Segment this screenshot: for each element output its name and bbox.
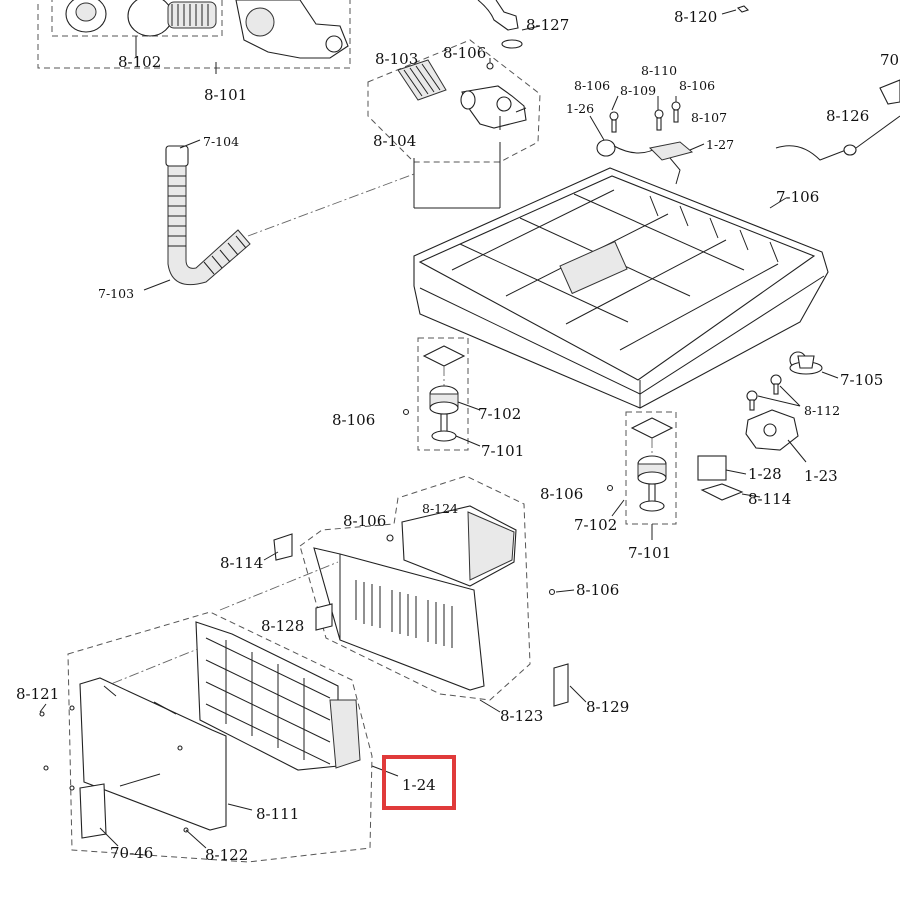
label-8-123: 8-123: [500, 707, 543, 725]
assembly-8-101: 8-102 8-101: [37, 0, 351, 104]
label-8-106-top: 8-106: [443, 44, 486, 62]
label-8-106-b: 8-106: [679, 78, 715, 93]
filter-panel-assembly: 8-121 8-111 70-46 8-122: [16, 611, 399, 864]
label-7-102-b: 7-102: [574, 516, 617, 534]
label-1-23: 1-23: [804, 467, 838, 485]
highlight-box: [382, 755, 456, 810]
assembly-8-104: 8-103 8-106 8-104: [367, 39, 541, 209]
label-8-120: 8-120: [674, 8, 717, 26]
label-7-105: 7-105: [840, 371, 883, 389]
label-7-102-a: 7-102: [478, 405, 521, 423]
label-8-106-c: 8-106: [343, 512, 386, 530]
label-8-126: 8-126: [826, 107, 869, 125]
label-8-104: 8-104: [373, 132, 416, 150]
sensor-bracket-assembly: 8-106 8-110 8-109 8-106 1-26 8-107 1-27: [566, 63, 734, 185]
label-7-101-b: 7-101: [628, 544, 671, 562]
label-8-106-left: 8-106: [332, 411, 375, 429]
motor-assembly-1-23: 7-105 8-112 1-23 1-28 8-114: [697, 355, 883, 508]
label-1-27: 1-27: [706, 137, 734, 152]
label-8-128: 8-128: [261, 617, 304, 635]
leveling-foot-right: 8-106 7-102 7-101: [540, 411, 677, 562]
label-7-104: 7-104: [203, 134, 239, 149]
label-8-106-mid: 8-106: [540, 485, 583, 503]
label-1-28: 1-28: [748, 465, 782, 483]
label-8-112: 8-112: [804, 403, 840, 418]
label-7-106: 7-106: [776, 188, 819, 206]
label-8-124: 8-124: [422, 501, 458, 516]
highlighted-part-1-24[interactable]: 1-24: [382, 755, 456, 810]
label-8-114-left: 8-114: [220, 554, 263, 572]
label-8-106-d: 8-106: [576, 581, 619, 599]
label-8-103: 8-103: [375, 50, 418, 68]
label-8-102: 8-102: [118, 53, 161, 71]
label-1-24[interactable]: 1-24: [402, 776, 436, 794]
drain-hose-7-103: 7-104 7-103: [98, 134, 415, 301]
leveling-foot-left: 8-106 7-102 7-101: [332, 337, 524, 460]
base-tray-7-106: 7-106: [413, 167, 829, 409]
hose-8-127: 8-127 8-120: [477, 0, 750, 49]
label-7-101-a: 7-101: [481, 442, 524, 460]
label-8-127: 8-127: [526, 16, 569, 34]
label-7-103: 7-103: [98, 286, 134, 301]
label-8-107: 8-107: [691, 110, 727, 125]
label-1-26: 1-26: [566, 101, 594, 116]
label-8-106-a: 8-106: [574, 78, 610, 93]
front-cover-assembly-8-123: 8-124 8-106 8-114 8-106 8-128 8-129 8-12…: [95, 475, 629, 725]
label-70: 70: [880, 51, 899, 69]
label-8-111: 8-111: [256, 805, 299, 823]
label-8-110: 8-110: [641, 63, 677, 78]
cable-8-126: 8-126 70: [775, 51, 900, 161]
label-8-129: 8-129: [586, 698, 629, 716]
label-8-121: 8-121: [16, 685, 59, 703]
label-8-122: 8-122: [205, 846, 248, 864]
label-70-46: 70-46: [110, 844, 153, 862]
label-8-109: 8-109: [620, 83, 656, 98]
label-8-101: 8-101: [204, 86, 247, 104]
label-8-114-right: 8-114: [748, 490, 791, 508]
